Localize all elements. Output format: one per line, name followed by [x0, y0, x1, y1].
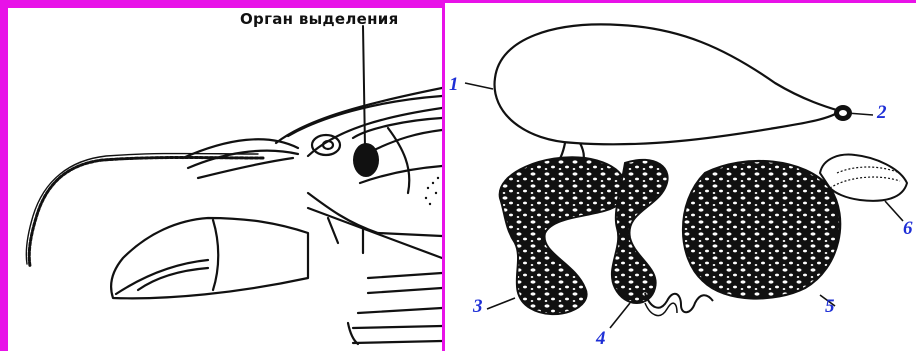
label-4: 4 [596, 329, 606, 348]
thin-tube [645, 293, 713, 312]
label-5: 5 [825, 297, 835, 316]
gland-panel: 1 2 3 4 5 6 [445, 3, 916, 351]
antenna [29, 158, 263, 267]
caption-excretory-organ: Орган выделения [240, 10, 399, 28]
label-3: 3 [473, 297, 483, 316]
gland-drawing [445, 3, 916, 351]
canal [500, 157, 626, 314]
crayfish-drawing [8, 8, 442, 351]
crayfish-panel: Орган выделения [8, 8, 442, 351]
label-1: 1 [449, 75, 459, 94]
excretory-organ [353, 143, 379, 177]
bladder [495, 24, 840, 144]
gland-body [683, 161, 840, 298]
label-2: 2 [877, 103, 887, 122]
label-6: 6 [903, 219, 913, 238]
